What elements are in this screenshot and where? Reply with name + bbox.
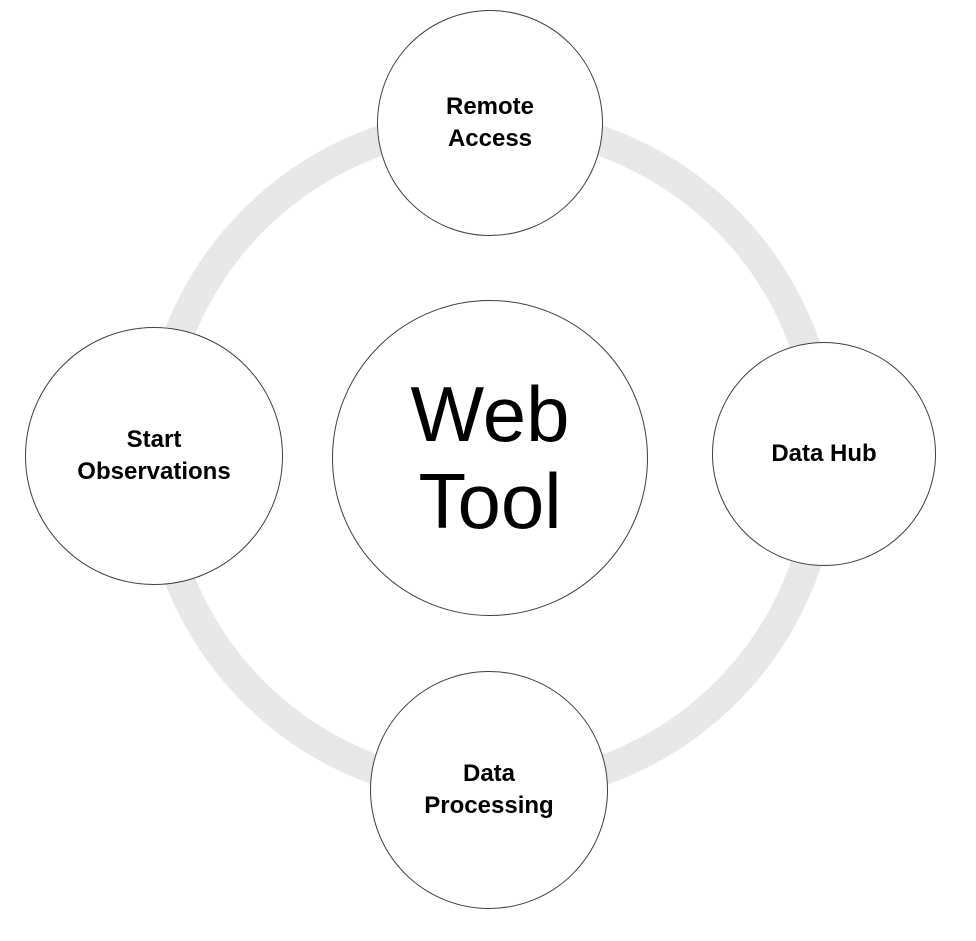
node-label: Data Hub [771, 440, 877, 468]
node-label: Data Processing [424, 760, 554, 819]
node-label: Start Observations [77, 426, 231, 485]
node-remote-access: Remote Access [377, 10, 603, 236]
node-start-observations: Start Observations [25, 327, 283, 585]
node-web-tool: Web Tool [332, 300, 648, 616]
node-data-hub: Data Hub [712, 342, 936, 566]
center-node-label: Web Tool [410, 369, 570, 545]
node-data-processing: Data Processing [370, 671, 608, 909]
node-label: Remote Access [445, 93, 535, 152]
